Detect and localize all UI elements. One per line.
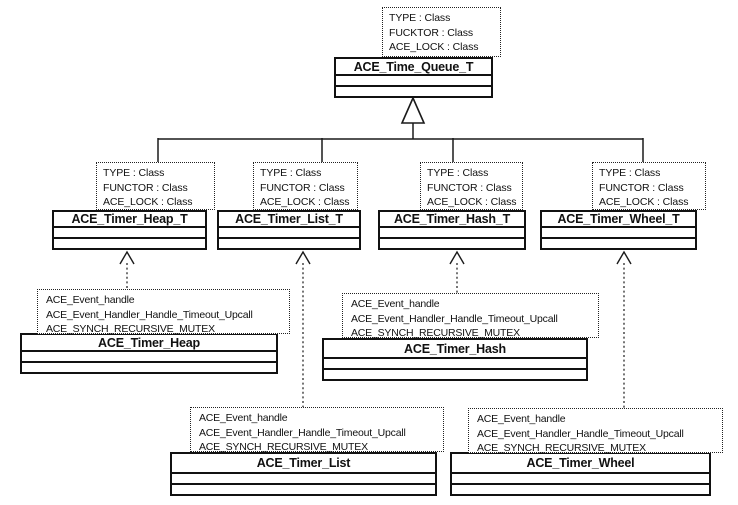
- operations-compartment: [22, 361, 276, 372]
- bind-arrowhead-icon: [449, 250, 465, 265]
- attributes-compartment: [219, 228, 359, 237]
- ace-timer-heap-t-params-box: TYPE : Class FUNCTOR : Class ACE_LOCK : …: [96, 162, 215, 210]
- class-ace-timer-heap-t: ACE_Timer_Heap_T: [52, 210, 207, 250]
- operations-compartment: [336, 85, 491, 96]
- binding-param-line: ACE_SYNCH_RECURSIVE_MUTEX: [46, 323, 215, 336]
- template-param-line: ACE_LOCK : Class: [389, 41, 479, 54]
- attributes-compartment: [172, 474, 435, 483]
- operations-compartment: [452, 483, 709, 494]
- template-param-line: TYPE : Class: [260, 167, 322, 179]
- operations-compartment: [172, 483, 435, 494]
- class-ace-timer-wheel-t: ACE_Timer_Wheel_T: [540, 210, 697, 250]
- bind-arrowhead-icon: [119, 250, 135, 265]
- attributes-compartment: [22, 352, 276, 361]
- template-param-line: FUCKTOR : Class: [389, 26, 474, 39]
- binding-param-line: ACE_Event_handle: [477, 413, 566, 425]
- bind-dashed-lines: [126, 263, 625, 408]
- binding-param-line: ACE_SYNCH_RECURSIVE_MUTEX: [351, 327, 520, 340]
- template-param-line: ACE_LOCK : Class: [260, 196, 350, 209]
- class-name-label: ACE_Timer_Heap_T: [54, 212, 205, 228]
- class-name-label: ACE_Timer_Wheel: [452, 454, 709, 474]
- template-param-line: FUNCTOR : Class: [427, 181, 512, 194]
- binding-param-line: ACE_Event_Handler_Handle_Timeout_Upcall: [46, 308, 253, 321]
- ace-timer-list-t-params-box: TYPE : Class FUNCTOR : Class ACE_LOCK : …: [253, 162, 358, 210]
- inheritance-lines: [157, 122, 644, 163]
- class-ace-timer-list: ACE_Timer_List: [170, 452, 437, 496]
- class-ace-timer-hash: ACE_Timer_Hash: [322, 338, 588, 381]
- attributes-compartment: [452, 474, 709, 483]
- ace-timer-wheel-bindings-box: ACE_Event_handle ACE_Event_Handler_Handl…: [468, 408, 723, 455]
- template-param-line: TYPE : Class: [427, 167, 489, 179]
- template-param-line: TYPE : Class: [103, 167, 165, 179]
- class-ace-timer-heap: ACE_Timer_Heap: [20, 333, 278, 374]
- class-name-label: ACE_Timer_List: [172, 454, 435, 474]
- operations-compartment: [54, 237, 205, 248]
- binding-param-line: ACE_Event_handle: [46, 294, 135, 306]
- template-param-line: TYPE : Class: [599, 167, 661, 179]
- bind-arrowhead-icon: [295, 250, 311, 265]
- template-param-line: FUNCTOR : Class: [260, 181, 345, 194]
- binding-param-line: ACE_SYNCH_RECURSIVE_MUTEX: [199, 441, 368, 454]
- operations-compartment: [219, 237, 359, 248]
- binding-param-line: ACE_SYNCH_RECURSIVE_MUTEX: [477, 442, 646, 455]
- class-name-label: ACE_Timer_List_T: [219, 212, 359, 228]
- ace-time-queue-t-params-box: TYPE : Class FUCKTOR : Class ACE_LOCK : …: [382, 7, 501, 57]
- bind-arrowheads: [119, 250, 632, 265]
- template-param-line: TYPE : Class: [389, 12, 451, 24]
- template-param-line: ACE_LOCK : Class: [599, 196, 689, 209]
- template-param-line: FUNCTOR : Class: [103, 181, 188, 194]
- ace-timer-hash-bindings-box: ACE_Event_handle ACE_Event_Handler_Handl…: [342, 293, 599, 340]
- operations-compartment: [542, 237, 695, 248]
- class-ace-timer-list-t: ACE_Timer_List_T: [217, 210, 361, 250]
- attributes-compartment: [336, 76, 491, 85]
- ace-timer-list-bindings-box: ACE_Event_handle ACE_Event_Handler_Handl…: [190, 407, 444, 454]
- binding-param-line: ACE_Event_handle: [351, 298, 440, 310]
- attributes-compartment: [542, 228, 695, 237]
- binding-param-line: ACE_Event_Handler_Handle_Timeout_Upcall: [199, 426, 406, 439]
- inheritance-triangle-icon: [400, 96, 426, 124]
- class-name-label: ACE_Time_Queue_T: [336, 59, 491, 76]
- class-name-label: ACE_Timer_Wheel_T: [542, 212, 695, 228]
- class-name-label: ACE_Timer_Heap: [22, 335, 276, 352]
- attributes-compartment: [380, 228, 524, 237]
- operations-compartment: [324, 368, 586, 379]
- class-ace-timer-hash-t: ACE_Timer_Hash_T: [378, 210, 526, 250]
- class-ace-timer-wheel: ACE_Timer_Wheel: [450, 452, 711, 496]
- class-name-label: ACE_Timer_Hash_T: [380, 212, 524, 228]
- ace-timer-wheel-t-params-box: TYPE : Class FUNCTOR : Class ACE_LOCK : …: [592, 162, 706, 210]
- template-param-line: ACE_LOCK : Class: [427, 196, 517, 209]
- template-param-line: FUNCTOR : Class: [599, 181, 684, 194]
- binding-param-line: ACE_Event_handle: [199, 412, 288, 424]
- template-param-line: ACE_LOCK : Class: [103, 196, 193, 209]
- binding-param-line: ACE_Event_Handler_Handle_Timeout_Upcall: [477, 427, 684, 440]
- attributes-compartment: [54, 228, 205, 237]
- class-ace-time-queue-t: ACE_Time_Queue_T: [334, 57, 493, 98]
- class-name-label: ACE_Timer_Hash: [324, 340, 586, 359]
- ace-timer-hash-t-params-box: TYPE : Class FUNCTOR : Class ACE_LOCK : …: [420, 162, 523, 210]
- bind-arrowhead-icon: [616, 250, 632, 265]
- operations-compartment: [380, 237, 524, 248]
- attributes-compartment: [324, 359, 586, 368]
- ace-timer-heap-bindings-box: ACE_Event_handle ACE_Event_Handler_Handl…: [37, 289, 290, 336]
- binding-param-line: ACE_Event_Handler_Handle_Timeout_Upcall: [351, 312, 558, 325]
